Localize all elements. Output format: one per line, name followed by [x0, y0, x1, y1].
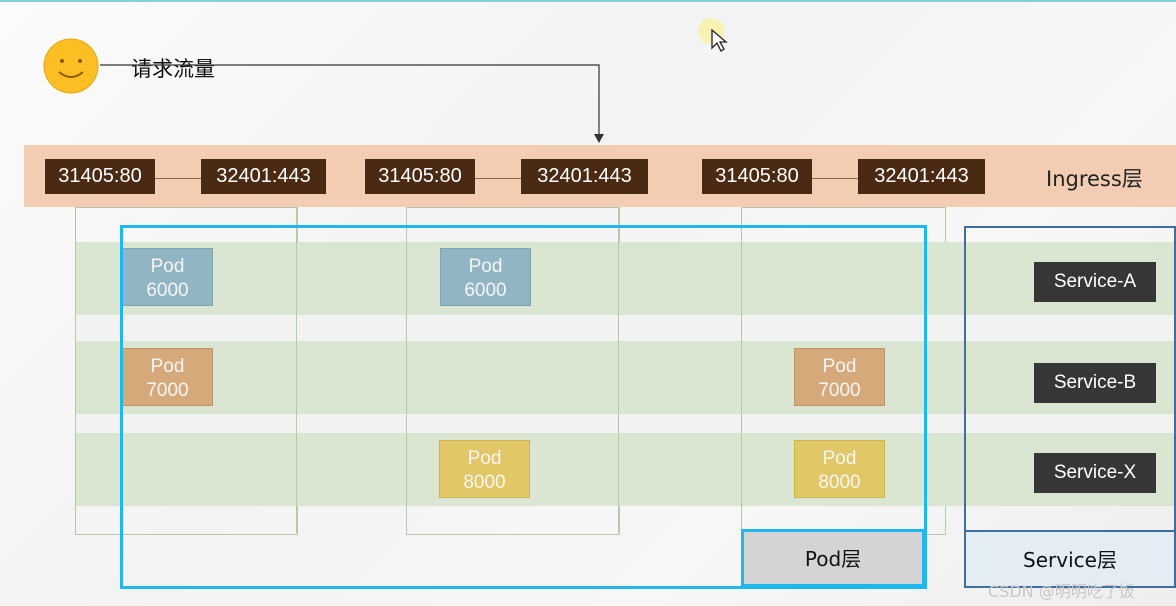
service-a-row: [76, 242, 1176, 315]
column-divider: [618, 207, 619, 533]
pod-title: Pod: [150, 356, 185, 377]
pod-port: 8000: [463, 472, 506, 493]
pod-7000: Pod 7000: [122, 348, 213, 406]
pod-title: Pod: [150, 256, 185, 277]
pod-8000: Pod 8000: [794, 440, 885, 498]
ingress-layer-label: Ingress层: [1046, 167, 1143, 191]
row-gap: [76, 315, 1176, 341]
service-layer-frame: [964, 226, 1176, 588]
column-divider: [406, 207, 407, 533]
port-connector: [475, 178, 521, 179]
pod-port: 6000: [146, 280, 189, 301]
request-traffic-label: 请求流量: [131, 57, 215, 81]
pod-port: 7000: [146, 380, 189, 401]
service-layer-label: Service层: [964, 530, 1176, 588]
pod-layer-label: Pod层: [741, 529, 925, 587]
port-connector: [812, 178, 858, 179]
row-gap: [76, 414, 1176, 433]
pod-6000: Pod 6000: [440, 248, 531, 306]
pod-7000: Pod 7000: [794, 348, 885, 406]
pod-title: Pod: [822, 356, 857, 377]
pod-port: 7000: [818, 380, 861, 401]
pod-port: 8000: [818, 472, 861, 493]
pod-6000: Pod 6000: [122, 248, 213, 306]
smiley-face-icon: [43, 38, 99, 94]
mouse-cursor-icon: [711, 28, 728, 52]
service-b-row: [76, 341, 1176, 414]
port-connector: [155, 178, 201, 179]
top-accent-line: [0, 0, 1176, 2]
pod-8000: Pod 8000: [439, 440, 530, 498]
service-x-box: Service-X: [1034, 453, 1156, 493]
ingress-port-http: 31405:80: [45, 159, 155, 194]
pod-title: Pod: [822, 448, 857, 469]
ingress-port-https: 32401:443: [201, 159, 326, 194]
service-a-box: Service-A: [1034, 262, 1156, 302]
service-b-box: Service-B: [1034, 363, 1156, 403]
column-divider: [741, 207, 742, 533]
ingress-port-https: 32401:443: [858, 159, 985, 194]
ingress-port-http: 31405:80: [365, 159, 475, 194]
pod-port: 6000: [464, 280, 507, 301]
ingress-port-http: 31405:80: [702, 159, 812, 194]
pod-title: Pod: [468, 256, 503, 277]
ingress-port-https: 32401:443: [521, 159, 648, 194]
watermark-text: CSDN @明明吃了饭: [988, 582, 1135, 601]
pod-layer-frame: [120, 225, 927, 589]
column-divider: [296, 207, 297, 533]
pod-title: Pod: [467, 448, 502, 469]
service-x-row: [76, 433, 1176, 506]
